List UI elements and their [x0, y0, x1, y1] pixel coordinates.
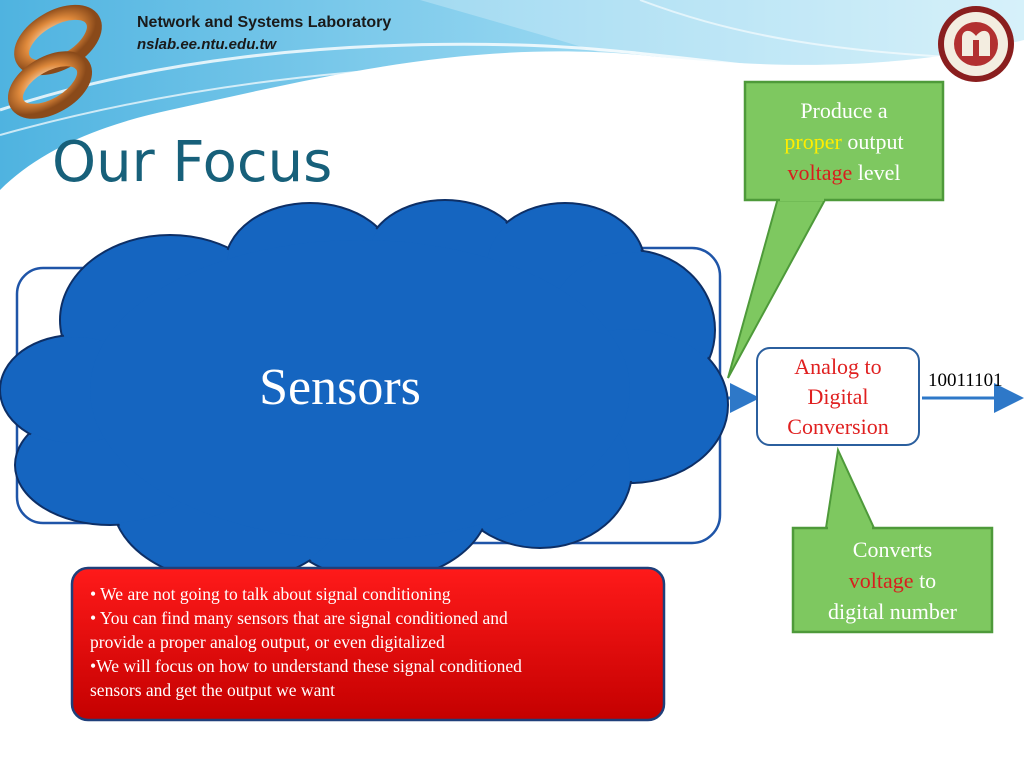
callout-top-highlight-voltage: voltage	[787, 159, 853, 185]
callout-top-box	[743, 80, 945, 202]
output-bits: 10011101	[928, 370, 1003, 391]
note-bullet-2-line-1: • You can find many sensors that are sig…	[90, 608, 508, 628]
note-bullet-3-line-2: sensors and get the output we want	[90, 680, 335, 700]
adc-line-3: Conversion	[787, 413, 889, 439]
callout-top-line-2-rest: output	[841, 128, 904, 154]
note-bullet-3-line-1: •We will focus on how to understand thes…	[90, 656, 522, 676]
lab-logo	[7, 4, 102, 119]
callout-bottom-tail	[824, 446, 876, 529]
callout-top-text: Produce a proper output voltage level	[745, 82, 943, 200]
notes-box	[70, 566, 666, 722]
callout-bottom-line-1: Converts	[852, 536, 933, 562]
adc-box: Analog to Digital Conversion	[756, 347, 920, 446]
callout-bottom-line-2: voltage to	[849, 565, 936, 596]
callout-bottom-box	[791, 526, 994, 634]
university-seal-icon	[938, 6, 1014, 82]
callout-top-highlight-proper: proper	[784, 128, 842, 154]
note-bullet-2-line-2: provide a proper analog output, or even …	[90, 632, 445, 652]
lab-name: Network and Systems Laboratory	[137, 14, 392, 31]
sensors-cloud-fill	[2, 202, 726, 580]
adc-line-2: Digital	[807, 383, 869, 409]
sensors-label: Sensors	[259, 359, 421, 416]
callout-bottom-highlight-voltage: voltage	[848, 567, 914, 593]
callout-top-line-2: proper output	[784, 126, 903, 157]
note-bullet-1: • We are not going to talk about signal …	[90, 584, 451, 604]
callout-bottom-text: Converts voltage to digital number	[793, 528, 992, 632]
callout-top-line-1: Produce a	[800, 97, 888, 123]
adc-line-1: Analog to	[794, 353, 882, 379]
callout-bottom-line-3: digital number	[828, 598, 957, 624]
callout-top-line-3: voltage level	[787, 157, 900, 188]
notes-text: • We are not going to talk about signal …	[72, 568, 664, 720]
slide-title: Our Focus	[52, 130, 333, 195]
callout-bottom-line-2-rest: to	[913, 567, 937, 593]
callout-top-line-3-rest: level	[852, 159, 901, 185]
lab-url: nslab.ee.ntu.edu.tw	[137, 36, 277, 53]
